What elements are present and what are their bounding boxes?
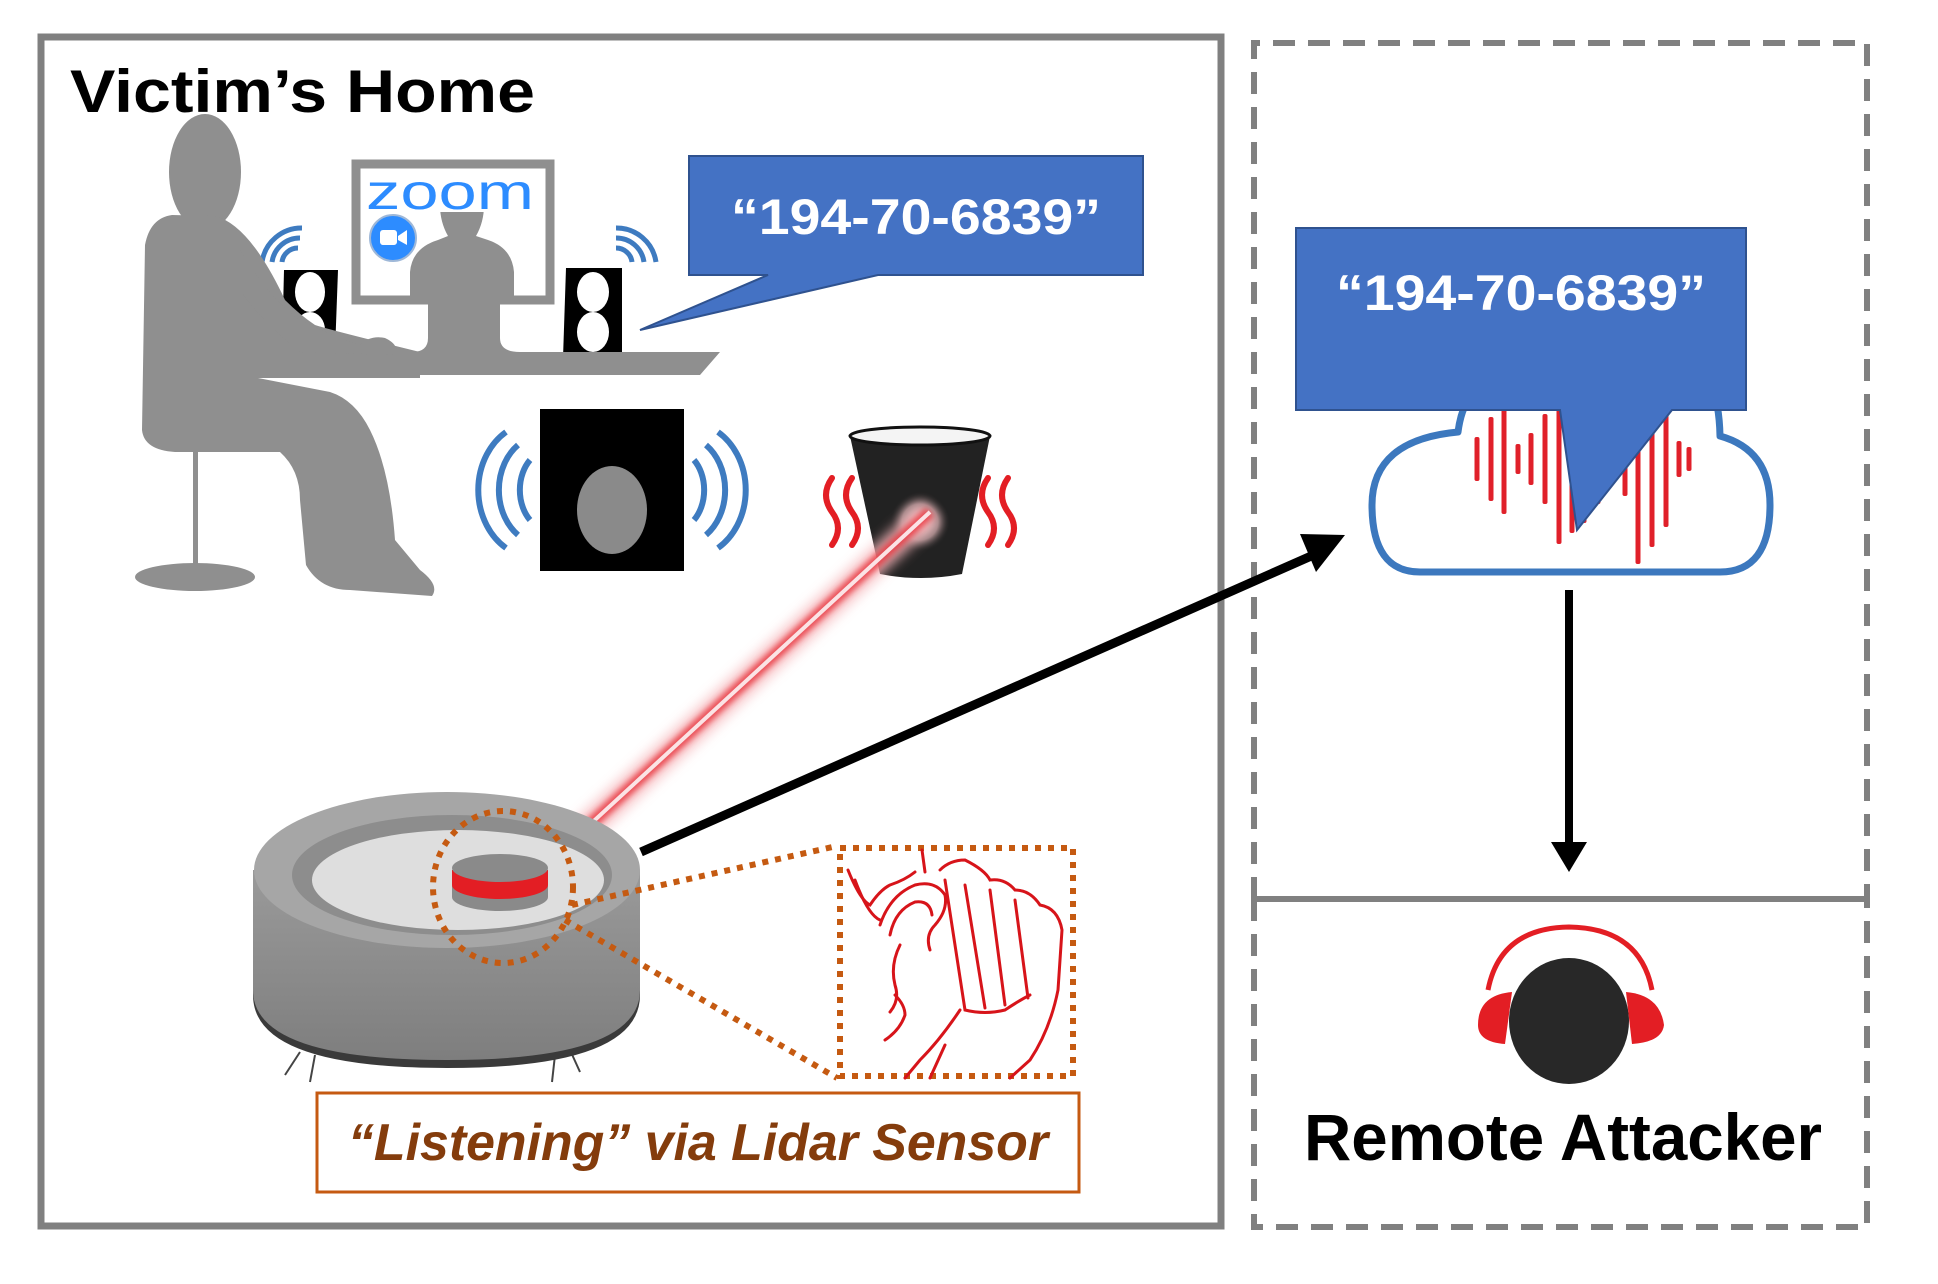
waveform-bar — [1501, 404, 1507, 514]
victim-speech-text: “194-70-6839” — [731, 189, 1101, 245]
lidar-zoom-callout — [430, 808, 1076, 1081]
robot-vacuum-icon — [253, 792, 640, 1083]
arrow-robot-to-cloud — [639, 534, 1345, 857]
zoom-camera-icon — [369, 214, 417, 262]
attacker-panel-border — [1251, 899, 1870, 1230]
waveform-bar — [1663, 391, 1669, 527]
cloud-speech-text: “194-70-6839” — [1336, 265, 1706, 321]
laser-beam-icon — [551, 502, 939, 862]
lidar-sensor-icon — [452, 854, 548, 911]
subwoofer-icon — [475, 409, 749, 571]
victim-home-panel: Victim’s Home zoom — [37, 33, 1225, 1230]
victim-speech-bubble: “194-70-6839” — [639, 155, 1144, 331]
waveform-bar — [1676, 441, 1682, 477]
waveform-bar — [1515, 444, 1521, 474]
cloud-panel-border — [1251, 40, 1870, 899]
vibration-waves-icon — [823, 475, 1017, 548]
remote-attacker-label: Remote Attacker — [1304, 1100, 1822, 1174]
waveform-bar — [1474, 437, 1480, 481]
victim-home-title: Victim’s Home — [70, 58, 535, 125]
zoom-logo-text: zoom — [366, 164, 534, 220]
waveform-bar — [1488, 417, 1494, 501]
attacker-panel: Remote Attacker — [1251, 899, 1870, 1230]
waveform-bar — [1686, 447, 1692, 471]
cloud-speech-bubble: “194-70-6839” — [1295, 227, 1747, 533]
ear-listening-icon — [846, 848, 1064, 1080]
victim-home-border — [37, 33, 1225, 1230]
arrow-cloud-to-attacker — [1551, 590, 1587, 872]
waveform-bar — [1542, 414, 1548, 504]
lidar-caption-text: “Listening” via Lidar Sensor — [348, 1114, 1051, 1172]
cloud-panel: “194-70-6839” — [1251, 40, 1870, 902]
lidar-caption-box: “Listening” via Lidar Sensor — [315, 1091, 1081, 1194]
waveform-bar — [1528, 433, 1534, 485]
desktop-speaker-right-icon — [563, 225, 659, 358]
attacker-headphones-icon — [1478, 924, 1664, 1084]
zoom-logo: zoom — [364, 164, 536, 220]
person-at-desk-icon — [135, 114, 435, 596]
